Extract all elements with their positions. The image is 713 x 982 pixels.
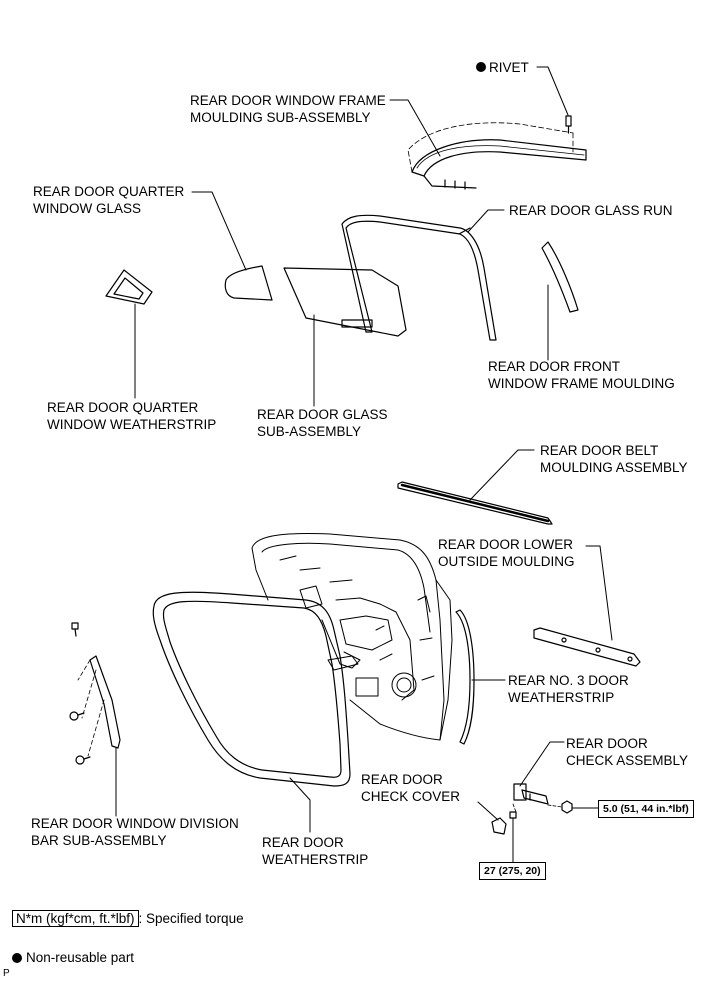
check-bolt-icon [509, 803, 517, 819]
window-frame-moulding-label: REAR DOOR WINDOW FRAME MOULDING SUB-ASSE… [190, 93, 386, 125]
rivet-non-reusable-icon [476, 62, 486, 72]
check-assembly-part [513, 783, 549, 805]
front-window-frame-moulding-part [541, 241, 579, 313]
belt-moulding-part [397, 481, 553, 525]
check-cover-leader [477, 801, 499, 821]
division-bar-label: REAR DOOR WINDOW DIVISION BAR SUB-ASSEMB… [31, 816, 239, 848]
lower-outside-moulding-leader [585, 545, 613, 641]
division-bar-part [77, 655, 121, 757]
check-assembly-label: REAR DOOR CHECK ASSEMBLY [566, 736, 689, 768]
division-bar-bolt-icon [75, 755, 91, 765]
door-weatherstrip-label: REAR DOOR WEATHERSTRIP [262, 835, 369, 867]
glass-run-label: REAR DOOR GLASS RUN [509, 203, 673, 218]
front-window-frame-moulding-label: REAR DOOR FRONT WINDOW FRAME MOULDING [488, 359, 675, 391]
quarter-weatherstrip-label: REAR DOOR QUARTER WINDOW WEATHERSTRIP [47, 400, 217, 432]
division-bar-screw-icon [71, 622, 79, 637]
rivet-part [565, 115, 572, 134]
check-nut-torque-box: 5.0 (51, 44 in.*lbf) [598, 800, 694, 818]
filled-circle-icon [12, 953, 22, 963]
corner-mark: P [3, 968, 10, 979]
quarter-window-glass-part [224, 265, 273, 301]
check-nut-icon [547, 800, 573, 814]
torque-legend: N*m (kgf*cm, ft.*lbf): Specified torque [12, 910, 244, 927]
glass-sub-assembly-label: REAR DOOR GLASS SUB-ASSEMBLY [257, 407, 388, 439]
quarter-window-glass-leader [191, 191, 247, 271]
glass-sub-assembly-part [283, 267, 407, 337]
rivet-leader [536, 66, 569, 116]
rear-door-panel-part [251, 533, 453, 741]
belt-moulding-label: REAR DOOR BELT MOULDING ASSEMBLY [540, 443, 688, 475]
non-reusable-legend: Non-reusable part [12, 949, 134, 966]
check-bolt-torque-box: 27 (275, 20) [479, 862, 546, 880]
no3-weatherstrip-label: REAR NO. 3 DOOR WEATHERSTRIP [508, 673, 629, 705]
check-cover-part [491, 817, 507, 835]
division-bar-bolt-icon [69, 711, 85, 721]
lower-outside-moulding-part [533, 627, 641, 667]
torque-unit-text: : Specified torque [138, 911, 244, 926]
glass-run-part [341, 214, 497, 341]
check-cover-label: REAR DOOR CHECK COVER [361, 772, 461, 804]
check-assembly-leader [519, 741, 565, 787]
quarter-window-glass-label: REAR DOOR QUARTER WINDOW GLASS [33, 184, 185, 216]
door-weatherstrip-part [152, 591, 361, 787]
rivet-label: RIVET [489, 60, 529, 75]
lower-outside-moulding-label: REAR DOOR LOWER OUTSIDE MOULDING [438, 537, 575, 569]
window-frame-moulding-part [407, 122, 587, 190]
belt-moulding-leader [469, 449, 535, 501]
glass-run-leader [467, 209, 505, 233]
window-frame-moulding-leader [389, 99, 441, 157]
door-weatherstrip-leader [289, 777, 311, 833]
non-reusable-text: Non-reusable part [26, 950, 135, 965]
no3-weatherstrip-part [455, 609, 475, 745]
quarter-window-weatherstrip-part [105, 269, 153, 305]
torque-unit-box: N*m (kgf*cm, ft.*lbf) [12, 910, 139, 927]
